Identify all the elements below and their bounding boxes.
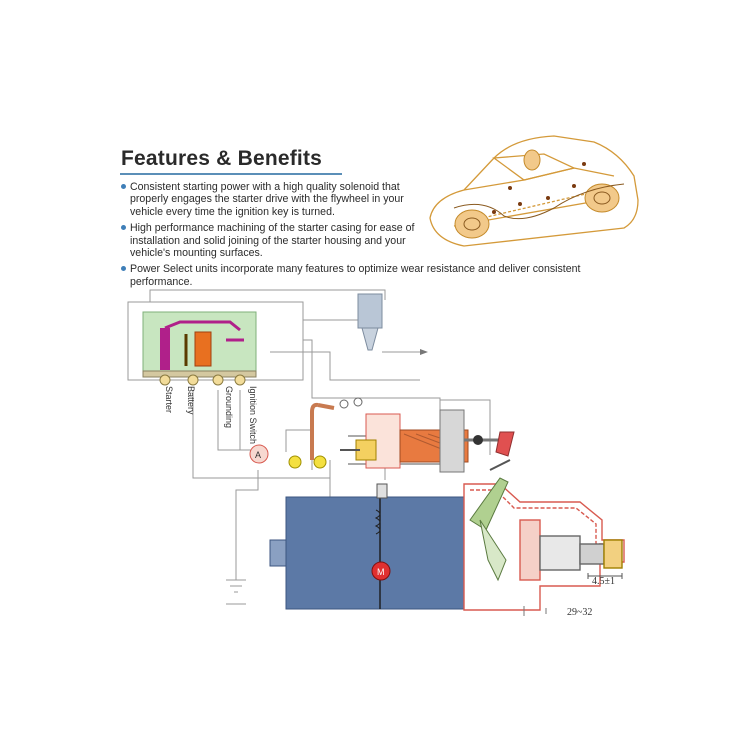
ammeter-label: A — [255, 450, 261, 460]
label-grounding: Grounding — [224, 386, 234, 428]
dimension-gap: 4.5±1 — [592, 576, 615, 587]
feature-bullet-machining: High performance machining of the starte… — [121, 222, 430, 259]
contact-lever — [310, 397, 363, 460]
car-cutaway-icon — [429, 135, 639, 247]
drive-housing — [463, 483, 625, 611]
label-battery: Battery — [186, 386, 196, 415]
label-starter: Starter — [164, 386, 174, 413]
feature-text: High performance machining of the starte… — [130, 222, 415, 260]
dimension-range: 29~32 — [567, 607, 592, 618]
page-title: Features & Benefits — [121, 147, 323, 170]
starter-motor: M — [269, 483, 465, 610]
bullet-dot-icon — [121, 266, 126, 272]
ammeter-icon: A — [249, 444, 269, 464]
feature-text: Consistent starting power with a high qu… — [130, 181, 404, 218]
terminal-connector — [357, 293, 428, 355]
features-list: Consistent starting power with a high qu… — [121, 181, 621, 292]
relay-box — [142, 311, 257, 386]
bullet-dot-icon — [121, 184, 126, 189]
indicator-lamp-icon — [288, 455, 302, 469]
bullet-dot-icon — [121, 225, 126, 231]
solenoid-assembly — [340, 409, 515, 473]
label-ignition-switch: Ignition Switch — [248, 386, 258, 444]
indicator-lamp-icon — [313, 455, 327, 469]
motor-icon — [371, 561, 391, 581]
feature-bullet-power-select: Power Select units incorporate many feat… — [121, 263, 630, 288]
feature-bullet-solenoid: Consistent starting power with a high qu… — [121, 181, 430, 218]
title-underline — [120, 173, 342, 175]
feature-text: Power Select units incorporate many feat… — [130, 263, 581, 288]
motor-label: M — [377, 567, 385, 577]
